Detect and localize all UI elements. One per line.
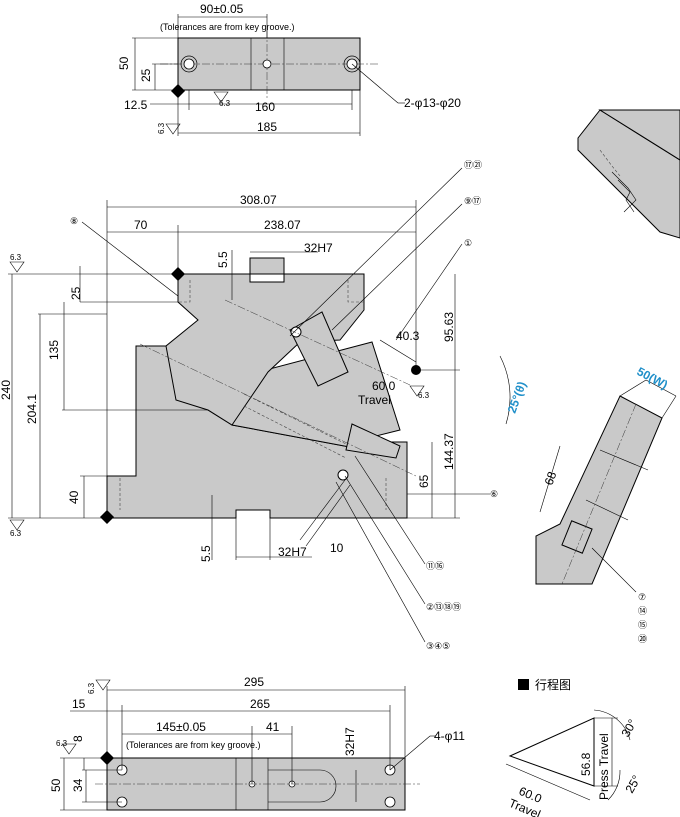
bottom-tolerance-note: (Tolerances are from key groove.) xyxy=(126,740,261,750)
center-hole xyxy=(262,59,272,69)
dim-308: 308.07 xyxy=(240,193,277,207)
dim-50w: 50(W) xyxy=(635,364,670,392)
dim-65: 65 xyxy=(417,474,431,488)
callout-20: ⑳ xyxy=(638,634,647,644)
travel-label: Travel xyxy=(358,393,391,407)
dim-10: 10 xyxy=(330,541,344,555)
dim-295: 295 xyxy=(244,675,264,689)
dim-40: 40 xyxy=(67,490,81,504)
callout-2-13-18-19: ②⑬⑱⑲ xyxy=(426,602,461,612)
roughness-front-right: 6.3 xyxy=(418,391,430,400)
stroke-diagram-title: 行程图 xyxy=(535,677,571,692)
roughness-top: 6.3 xyxy=(219,99,231,108)
dim-50-bottom: 50 xyxy=(49,778,63,792)
dim-90: 90±0.05 xyxy=(200,2,244,16)
dim-144: 144.37 xyxy=(442,433,456,470)
callout-9-17: ⑨⑰ xyxy=(464,196,481,206)
dim-185: 185 xyxy=(257,120,277,134)
stroke-triangle xyxy=(508,717,595,787)
dim-5-5-top: 5.5 xyxy=(216,251,230,268)
roughness-bottom-top: 6.3 xyxy=(87,682,96,694)
dim-8: 8 xyxy=(71,735,85,742)
dim-25-front: 25 xyxy=(69,286,83,300)
legend-square xyxy=(518,679,529,690)
front-view: 308.07 70 238.07 32H7 5.5 240 6.3 6.3 20… xyxy=(0,160,529,651)
stopper xyxy=(345,423,401,459)
roughness-front-bottom: 6.3 xyxy=(10,529,22,538)
dim-68: 68 xyxy=(542,469,560,487)
angle-theta: 25°(θ) xyxy=(505,380,529,415)
callout-7: ⑦ xyxy=(638,592,646,602)
dim-95: 95.63 xyxy=(442,312,456,342)
roughness-left: 6.3 xyxy=(157,122,166,134)
dim-32h7-bottom-view: 32H7 xyxy=(343,727,357,756)
dim-5-5-bottom: 5.5 xyxy=(199,545,213,562)
side-view-body xyxy=(535,395,663,585)
counterbore-right xyxy=(343,55,361,73)
callout-6: ⑥ xyxy=(490,489,498,499)
roughness-bottom-left: 6.3 xyxy=(56,739,68,748)
side-view: 50(W) 68 ⑦ ⑭ ⑮ ⑳ xyxy=(535,364,677,644)
dim-32h7-bottom: 32H7 xyxy=(278,545,307,559)
dim-145: 145±0.05 xyxy=(156,720,206,734)
return-spring-pin xyxy=(337,469,349,481)
cam-lever xyxy=(289,311,349,387)
dim-32h7-top: 32H7 xyxy=(304,241,333,255)
dim-56-8: 56.8 xyxy=(579,752,593,776)
dim-25: 25 xyxy=(139,68,153,82)
callout-8: ⑧ xyxy=(70,216,78,226)
dim-204: 204.1 xyxy=(25,394,39,424)
dim-34: 34 xyxy=(71,778,85,792)
callout-15: ⑮ xyxy=(638,620,647,630)
bottom-holes-callout: 4-φ11 xyxy=(434,729,465,743)
callout-3-4-5: ③④⑤ xyxy=(426,641,450,651)
dim-70: 70 xyxy=(134,218,148,232)
dim-15: 15 xyxy=(72,697,86,711)
callout-1: ① xyxy=(464,238,472,248)
dim-240: 240 xyxy=(0,380,13,400)
dim-40-3: 40.3 xyxy=(396,329,420,343)
roughness-front-top: 6.3 xyxy=(10,253,22,262)
dim-238: 238.07 xyxy=(264,218,301,232)
dim-135: 135 xyxy=(47,340,61,360)
angle-25: 25° xyxy=(622,773,643,796)
top-view: 90±0.05 (Tolerances are from key groove.… xyxy=(117,2,461,136)
tolerance-note: (Tolerances are from key groove.) xyxy=(160,22,295,32)
angle-30: 30° xyxy=(618,717,639,740)
dim-60: 60.0 xyxy=(372,379,396,393)
press-travel-label: Press Travel xyxy=(597,733,611,800)
callout-14: ⑭ xyxy=(638,606,647,616)
dim-41: 41 xyxy=(266,720,280,734)
callout-17-21: ⑰㉑ xyxy=(464,160,482,170)
dim-265: 265 xyxy=(250,697,270,711)
holes-callout: 2-φ13-φ20 xyxy=(404,96,461,110)
detail-view xyxy=(577,109,680,239)
dim-12-5: 12.5 xyxy=(124,98,148,112)
dim-160: 160 xyxy=(255,100,275,114)
callout-11-16: ⑪⑯ xyxy=(426,561,444,571)
dim-50: 50 xyxy=(117,56,131,70)
stroke-diagram: 行程图 56.8 Press Travel 30° 25° 60.0 Trave… xyxy=(505,677,644,817)
bottom-view: 295 6.3 15 265 145±0.05 (Tolerances are … xyxy=(49,675,465,811)
counterbore-left xyxy=(180,55,198,73)
